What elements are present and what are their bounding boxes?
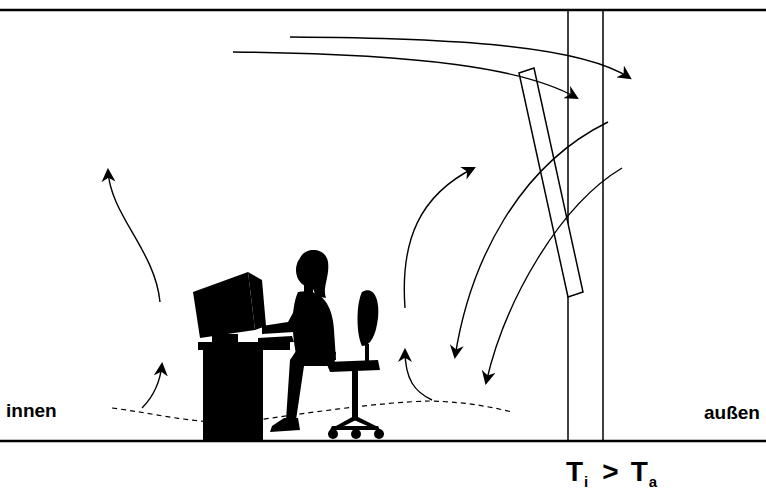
- temperature-symbol: T: [566, 456, 583, 487]
- subscript: i: [584, 473, 588, 490]
- airflow-arrow: [405, 350, 432, 400]
- window-sash: [519, 68, 583, 297]
- airflow-arrow: [142, 364, 162, 408]
- subscript: a: [649, 473, 657, 490]
- cold-air-layer: [112, 401, 512, 422]
- airflow-arrow: [108, 170, 160, 302]
- room-label: außen: [704, 403, 760, 422]
- floor-line: [0, 440, 766, 443]
- airflow-arrow: [455, 122, 608, 357]
- computer-desk: [193, 272, 294, 441]
- airflow-arrow: [233, 52, 577, 98]
- office-chair: [326, 290, 384, 439]
- person-silhouette: [262, 250, 336, 432]
- wall-line: [602, 10, 604, 441]
- comparison-sign: >: [602, 456, 618, 487]
- temperature-relation: Ti > Ta: [566, 458, 657, 489]
- airflow-arrow: [404, 168, 474, 308]
- airflow-arrow: [486, 168, 622, 383]
- ceiling-line: [0, 9, 766, 12]
- room-label: innen: [6, 401, 57, 420]
- airflow-arrow: [290, 37, 630, 78]
- temperature-symbol: T: [631, 456, 648, 487]
